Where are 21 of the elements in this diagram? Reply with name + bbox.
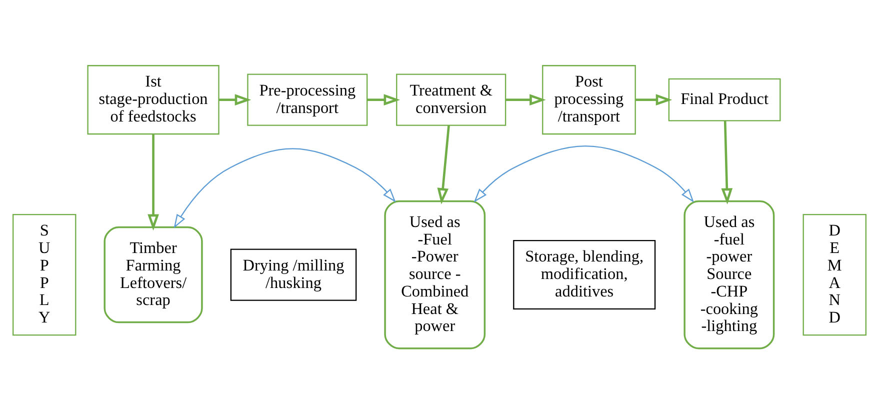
arrow (437, 124, 450, 204)
node-box: Ist stage-production of feedstocks (87, 64, 220, 134)
node-box: Used as -fuel -power Source -CHP -cooking -lighting (684, 200, 775, 349)
arrow (506, 94, 546, 105)
node-box: Post processing /transport (542, 64, 636, 134)
node-box: Used as -Fuel -Power source - Combined Heat & power (384, 200, 486, 349)
arrow (636, 94, 672, 105)
arrow (174, 148, 396, 228)
node-box: Final Product (668, 78, 781, 121)
arrow (367, 94, 400, 105)
node-box: SUPPLY (12, 213, 76, 336)
node-box: Treatment & conversion (396, 73, 506, 126)
arrow (148, 134, 159, 230)
node-box: Drying /milling /husking (230, 248, 357, 300)
arrow (721, 120, 733, 204)
node-box: DEMAND (802, 213, 866, 336)
node-box: Timber Farming Leftovers/ scrap (104, 226, 203, 323)
arrow (218, 94, 252, 105)
arrow (474, 144, 694, 202)
node-box: Pre-processing /transport (247, 73, 368, 126)
node-box: Storage, blending, modification, additives (513, 240, 656, 310)
